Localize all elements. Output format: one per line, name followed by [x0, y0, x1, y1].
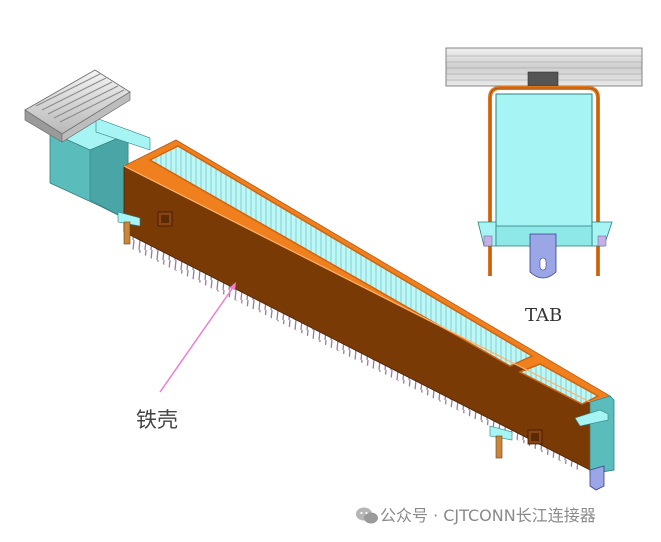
shell-pointer-arrowhead [229, 282, 236, 290]
gray-latch [24, 69, 131, 143]
card-slot-short [518, 363, 600, 405]
card-slot-main [148, 145, 534, 367]
watermark: 公众号 · CJTCONN长江连接器 [356, 506, 596, 525]
tab-label: TAB [525, 305, 562, 326]
hold-down-right [489, 425, 513, 459]
wechat-icon [356, 507, 378, 524]
shell-pointer-line [159, 285, 235, 393]
watermark-text: 公众号 · CJTCONN长江连接器 [380, 506, 596, 525]
card-edge-connector [24, 69, 615, 491]
right-end-housing [574, 395, 615, 475]
left-latch-housing [48, 115, 151, 221]
detail-housing [495, 93, 593, 235]
tab-detail-view [445, 47, 643, 279]
hold-down-left [117, 211, 141, 245]
detail-tab-plate [529, 233, 557, 279]
iron-shell-label: 铁壳 [136, 408, 178, 432]
tab-plate-main [589, 465, 605, 491]
